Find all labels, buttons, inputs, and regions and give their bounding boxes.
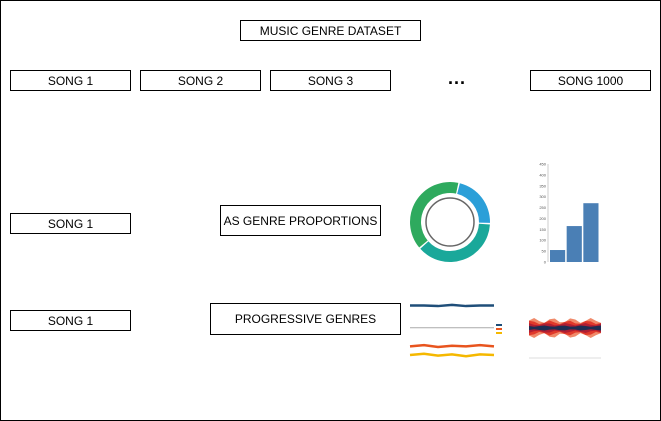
genre-bar-thumbnail: 0 50 100 150 200 250 300 350 400 450 xyxy=(539,162,599,265)
bar-tick-label-0: 0 xyxy=(544,260,547,265)
dataset-title: MUSIC GENRE DATASET xyxy=(240,20,421,41)
genre-proportions-box: AS GENRE PROPORTIONS xyxy=(220,205,381,236)
line-series-3 xyxy=(409,352,495,358)
donut-inner-ring xyxy=(425,197,475,247)
line-series-2 xyxy=(409,343,495,349)
song-box-proportions: SONG 1 xyxy=(10,213,131,234)
progressive-genres-box: PROGRESSIVE GENRES xyxy=(210,303,401,335)
song-box-progressive: SONG 1 xyxy=(10,310,131,331)
song-box-3: SONG 3 xyxy=(270,70,391,91)
bar-tick-label-2: 100 xyxy=(539,238,546,243)
bar-0 xyxy=(550,250,566,262)
bar-1 xyxy=(566,226,582,262)
donut-segment-1 xyxy=(420,223,490,262)
bar-tick-label-1: 50 xyxy=(542,249,547,254)
song-box-1000: SONG 1000 xyxy=(530,70,651,91)
genre-line-thumbnail xyxy=(409,303,502,358)
ellipsis: ... xyxy=(448,68,467,88)
song-box-1: SONG 1 xyxy=(10,70,131,91)
bar-tick-label-6: 300 xyxy=(539,194,546,199)
bar-tick-label-4: 200 xyxy=(539,216,546,221)
bar-tick-label-7: 350 xyxy=(539,183,546,188)
line-series-0 xyxy=(410,303,494,308)
bar-tick-label-8: 400 xyxy=(539,172,546,177)
genre-stream-thumbnail xyxy=(529,318,601,359)
line-legend-swatch-0 xyxy=(496,324,502,326)
stream-layer-3 xyxy=(529,325,601,331)
bar-2 xyxy=(583,203,599,262)
genre-donut-thumbnail xyxy=(410,182,490,262)
bar-tick-label-5: 250 xyxy=(539,205,546,210)
donut-segment-2 xyxy=(410,182,459,248)
song-box-2: SONG 2 xyxy=(140,70,261,91)
line-legend-swatch-1 xyxy=(496,328,502,330)
donut-segment-0 xyxy=(457,183,490,223)
bar-tick-label-3: 150 xyxy=(539,227,546,232)
line-legend-swatch-2 xyxy=(496,332,502,334)
bar-tick-label-9: 450 xyxy=(539,162,546,167)
